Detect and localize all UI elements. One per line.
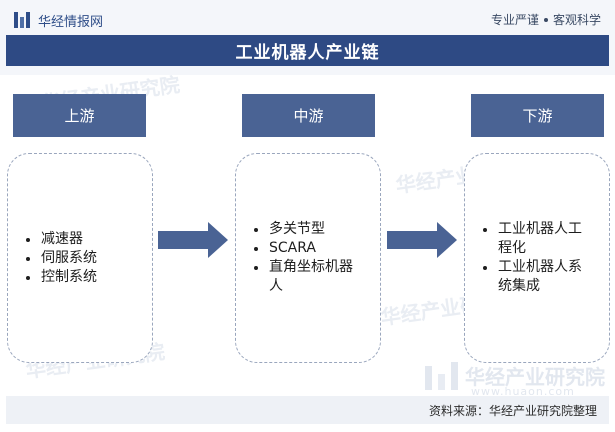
- slogan: 专业严谨 客观科学: [491, 11, 601, 28]
- watermark-logo: 华经产业研究院 www.huaon.com: [425, 361, 605, 398]
- slogan-right: 客观科学: [552, 13, 601, 27]
- stage-midstream-header: 中游: [242, 94, 375, 137]
- list-item: 工业机器人系统集成: [479, 258, 582, 296]
- flow-arrow-icon: [158, 222, 228, 258]
- brand-name: 华经情报网: [38, 14, 104, 30]
- stage-upstream-header: 上游: [13, 94, 146, 137]
- downstream-list: 工业机器人工程化 工业机器人系统集成: [465, 220, 582, 296]
- stage-downstream-header: 下游: [471, 94, 604, 137]
- list-item: 控制系统: [22, 268, 97, 287]
- page-title: 工业机器人产业链: [6, 35, 609, 66]
- list-item: 直角坐标机器人: [250, 258, 353, 296]
- list-item: SCARA: [250, 239, 353, 258]
- watermark-brand-text: 华经产业研究院: [465, 365, 605, 389]
- list-item: 工业机器人工程化: [479, 220, 582, 258]
- stage-upstream-box: 减速器 伺服系统 控制系统: [7, 153, 153, 363]
- midstream-list: 多关节型 SCARA 直角坐标机器人: [236, 220, 353, 296]
- bullet-dot-icon: [543, 17, 548, 22]
- list-item: 减速器: [22, 230, 97, 249]
- slogan-left: 专业严谨: [490, 13, 539, 27]
- flow-arrow-icon: [387, 222, 457, 258]
- list-item: 伺服系统: [22, 249, 97, 268]
- list-item: 多关节型: [250, 220, 353, 239]
- source-note: 资料来源：华经产业研究院整理: [428, 404, 597, 418]
- stage-downstream-box: 工业机器人工程化 工业机器人系统集成: [464, 153, 610, 363]
- footer: 资料来源：华经产业研究院整理: [6, 396, 609, 424]
- stage-midstream-box: 多关节型 SCARA 直角坐标机器人: [235, 153, 381, 363]
- watermark-logo-icon: [425, 361, 458, 390]
- upstream-list: 减速器 伺服系统 控制系统: [8, 230, 97, 287]
- logo-icon: [14, 12, 30, 28]
- brand: 华经情报网: [14, 9, 103, 31]
